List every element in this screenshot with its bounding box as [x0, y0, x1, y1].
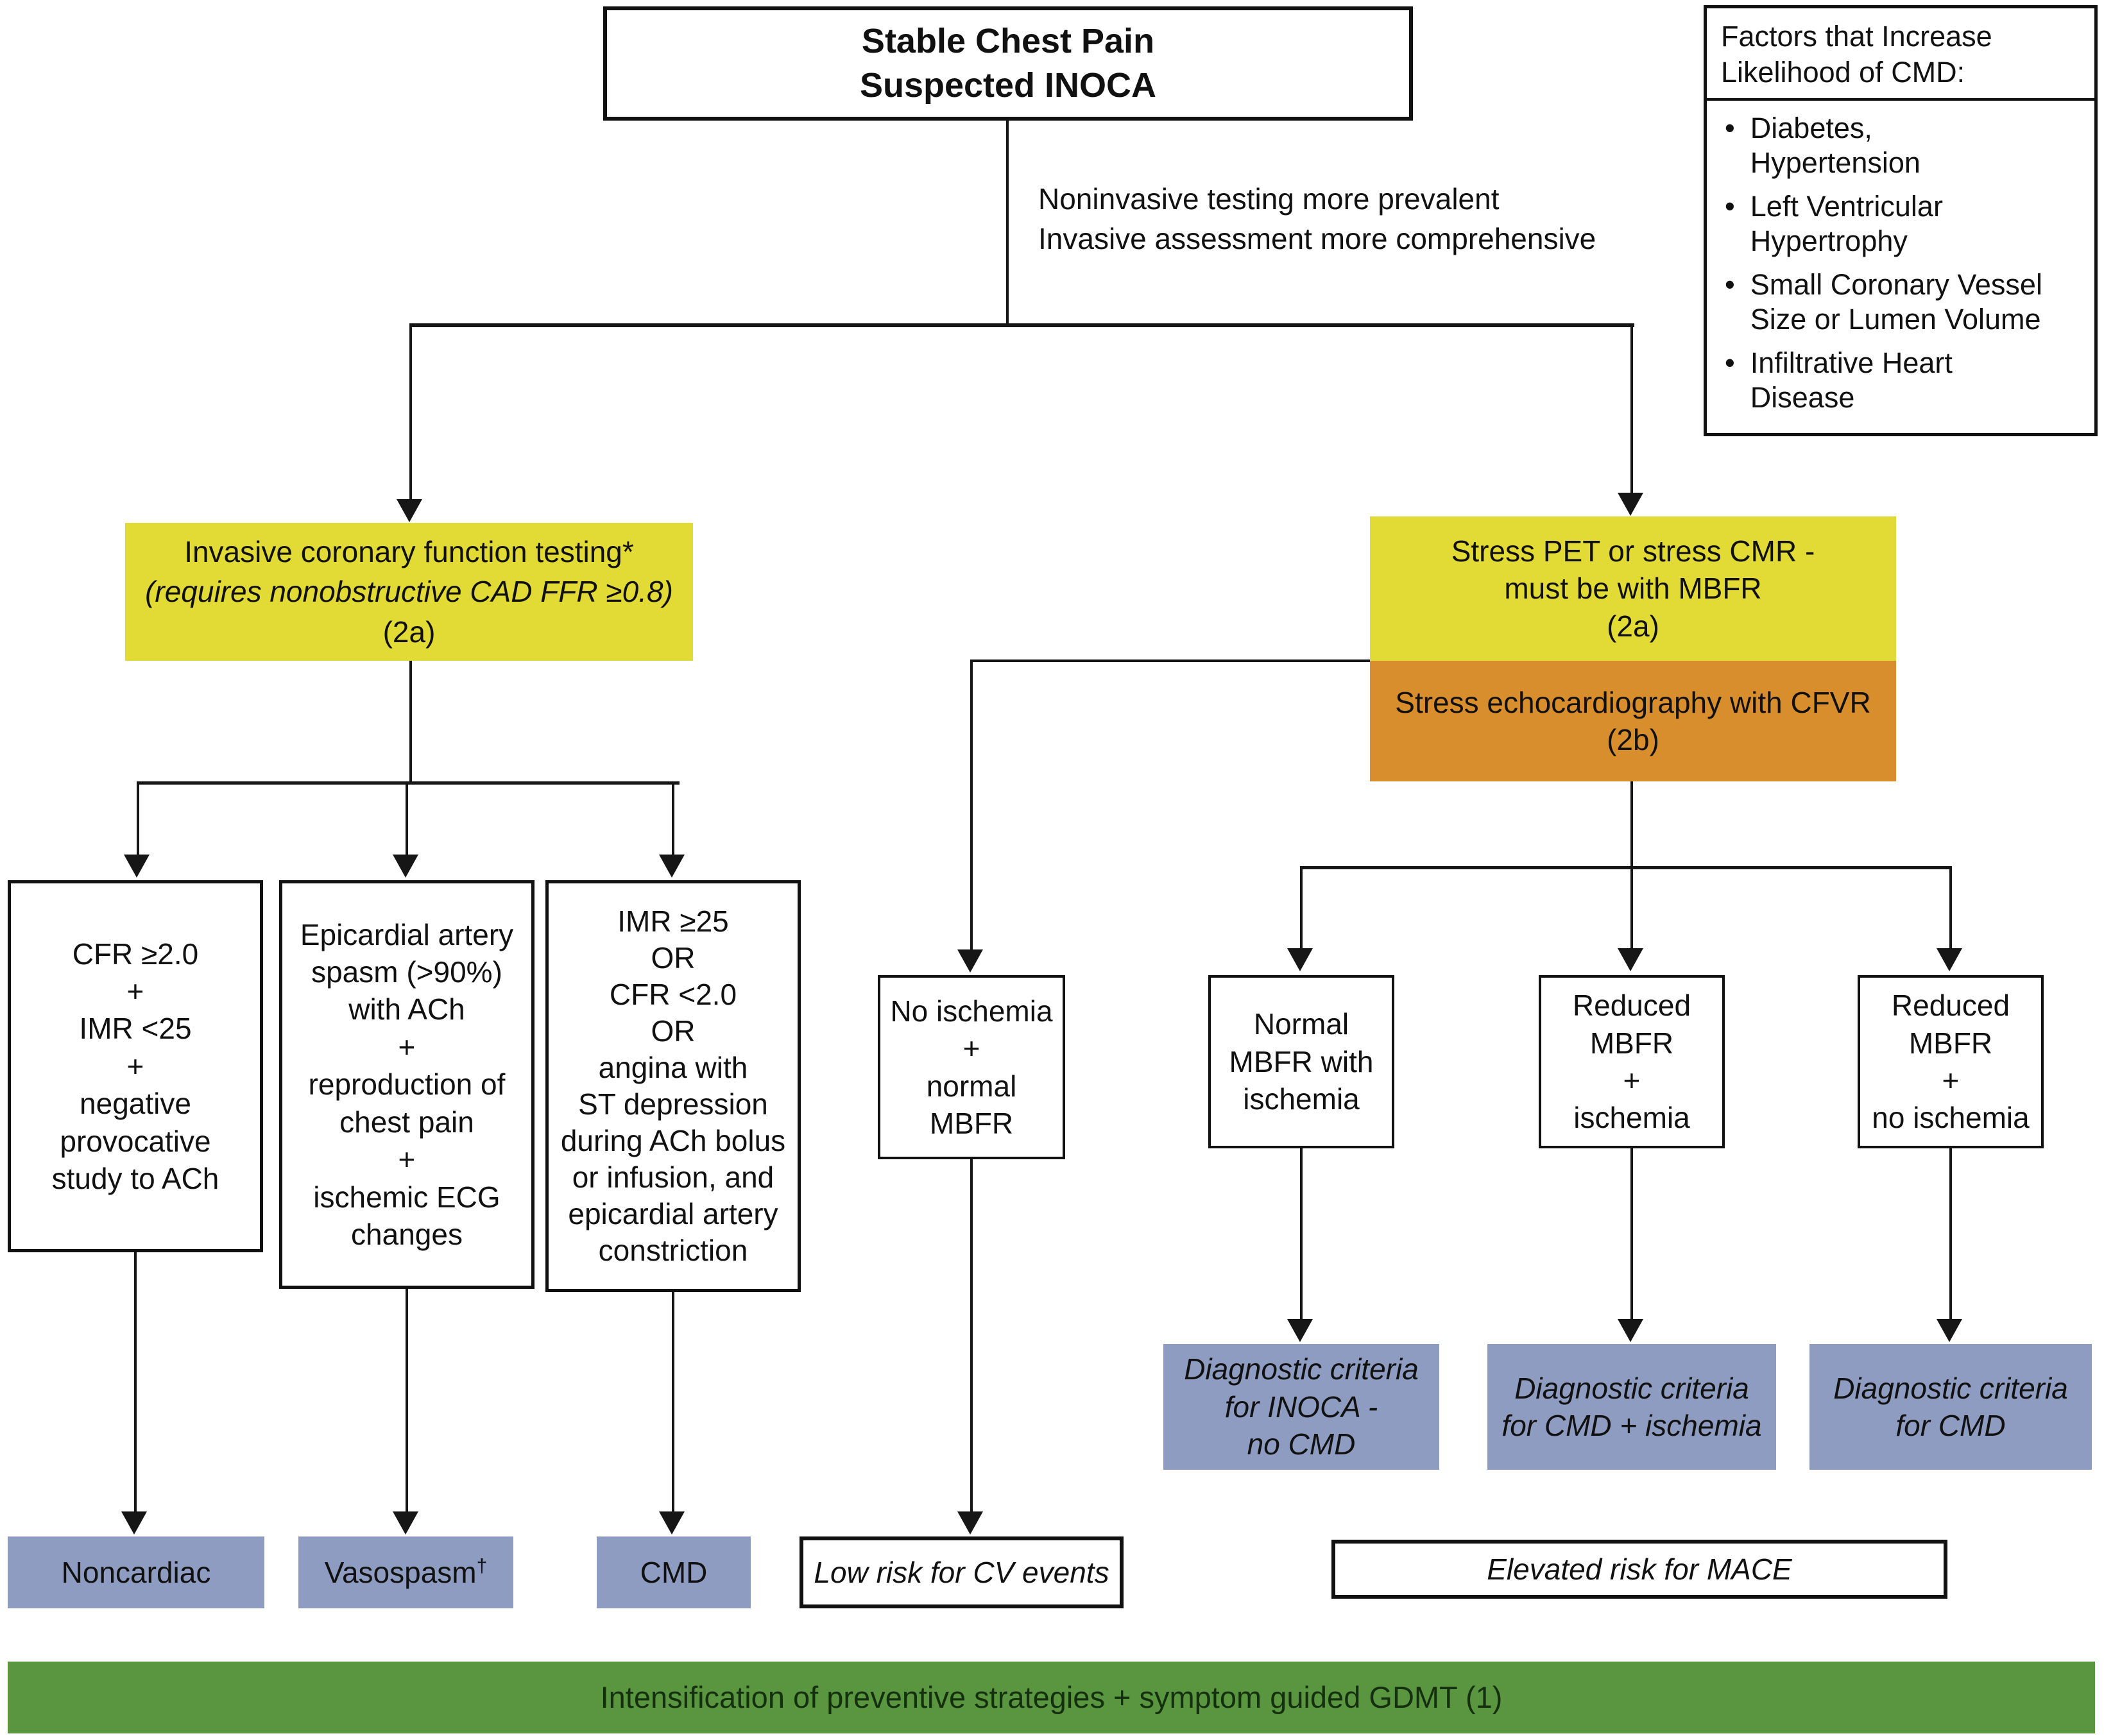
diagnostic-inoca-no-cmd-node: Diagnostic criteria for INOCA - no CMD: [1163, 1344, 1439, 1470]
arrow-down-icon: [957, 1511, 983, 1535]
gdmt-footer-bar: Intensification of preventive strategies…: [8, 1662, 2095, 1733]
arrow-down-icon: [1937, 948, 1962, 971]
connector-line: [970, 1159, 973, 1513]
noncardiac-node: Noncardiac: [8, 1536, 264, 1608]
factor-label: Small Coronary Vessel Size or Lumen Volu…: [1750, 268, 2042, 336]
diagnostic-cmd-node: Diagnostic criteria for CMD: [1809, 1344, 2092, 1470]
connector-line: [1300, 867, 1303, 949]
connector-line: [1630, 325, 1633, 495]
connector-line: [1630, 867, 1633, 949]
node-text-italic: (requires nonobstructive CAD FFR ≥0.8): [145, 575, 673, 609]
normal-mbfr-ischemia-node: Normal MBFR with ischemia: [1208, 975, 1394, 1148]
reduced-mbfr-ischemia-node: Reduced MBFR + ischemia: [1539, 975, 1725, 1148]
cmd-outcome-node: CMD: [597, 1536, 751, 1608]
criteria-spasm-node: Epicardial artery spasm (>90%) with ACh …: [279, 880, 535, 1289]
node-text: Invasive coronary function testing*: [184, 534, 634, 568]
stable-chest-pain-node: Stable Chest Pain Suspected INOCA: [603, 6, 1413, 121]
connector-line: [137, 781, 680, 785]
connector-line: [137, 783, 139, 857]
connector-line: [406, 783, 408, 857]
bullet-icon: •: [1725, 111, 1735, 144]
connector-line: [1949, 1148, 1952, 1320]
arrow-down-icon: [1618, 948, 1643, 971]
arrow-down-icon: [1618, 1319, 1643, 1342]
arrow-down-icon: [393, 855, 418, 878]
elevated-risk-mace-node: Elevated risk for MACE: [1331, 1540, 1947, 1599]
criteria-imr-or-node: IMR ≥25 OR CFR <2.0 OR angina with ST de…: [545, 880, 801, 1292]
arrow-down-icon: [1287, 1319, 1313, 1342]
factor-label: Left Ventricular Hypertrophy: [1750, 189, 1943, 257]
no-ischemia-normal-mbfr-node: No ischemia + normal MBFR: [878, 975, 1065, 1159]
connector-line: [970, 660, 973, 952]
connector-line: [1006, 119, 1009, 326]
reduced-mbfr-no-ischemia-node: Reduced MBFR + no ischemia: [1858, 975, 2044, 1148]
connector-line: [409, 323, 1634, 327]
stress-echo-cfvr-node: Stress echocardiography with CFVR (2b): [1370, 661, 1896, 781]
stress-pet-cmr-node: Stress PET or stress CMR - must be with …: [1370, 516, 1896, 661]
invasive-testing-node: Invasive coronary function testing* (req…: [125, 523, 693, 661]
arrow-down-icon: [1937, 1319, 1962, 1342]
criteria-cfr-imr-node: CFR ≥2.0 + IMR <25 + negative provocativ…: [8, 880, 263, 1252]
connector-line: [1630, 1148, 1633, 1320]
arrow-down-icon: [124, 855, 150, 878]
list-item: • Diabetes, Hypertension: [1725, 111, 2089, 180]
low-risk-node: Low risk for CV events: [800, 1536, 1124, 1608]
connector-line: [406, 1289, 408, 1513]
cmd-factors-title: Factors that Increase Likelihood of CMD:: [1707, 8, 2094, 101]
arrow-down-icon: [957, 949, 983, 973]
connector-line: [1300, 866, 1952, 869]
bullet-icon: •: [1725, 189, 1735, 223]
arrow-down-icon: [1618, 493, 1643, 516]
cmd-factors-panel: Factors that Increase Likelihood of CMD:…: [1704, 5, 2098, 436]
connector-line: [672, 1292, 674, 1513]
connector-line: [1630, 781, 1633, 869]
connector-line: [1949, 867, 1952, 949]
connector-line: [672, 783, 674, 857]
list-item: • Infiltrative Heart Disease: [1725, 346, 2089, 415]
vasospasm-node: Vasospasm†: [298, 1536, 513, 1608]
arrow-down-icon: [393, 1511, 418, 1535]
list-item: • Left Ventricular Hypertrophy: [1725, 189, 2089, 259]
bullet-icon: •: [1725, 346, 1735, 379]
dagger-footnote-mark: †: [476, 1555, 488, 1577]
arrow-down-icon: [659, 1511, 685, 1535]
connector-line: [134, 1252, 137, 1513]
factor-label: Infiltrative Heart Disease: [1750, 346, 1953, 414]
arrow-down-icon: [659, 855, 685, 878]
connector-line: [409, 661, 412, 783]
factor-label: Diabetes, Hypertension: [1750, 111, 1920, 179]
branch-annotation: Noninvasive testing more prevalent Invas…: [1038, 182, 1596, 255]
cmd-factors-list: • Diabetes, Hypertension • Left Ventricu…: [1707, 111, 2094, 415]
bullet-icon: •: [1725, 268, 1735, 301]
connector-line: [1300, 1148, 1303, 1320]
diagnostic-cmd-ischemia-node: Diagnostic criteria for CMD + ischemia: [1487, 1344, 1776, 1470]
arrow-down-icon: [121, 1511, 147, 1535]
connector-line: [970, 660, 1370, 662]
vasospasm-label: Vasospasm†: [324, 1555, 488, 1589]
node-class-label: (2a): [382, 615, 436, 649]
arrow-down-icon: [1287, 948, 1313, 971]
list-item: • Small Coronary Vessel Size or Lumen Vo…: [1725, 268, 2089, 337]
connector-line: [409, 325, 412, 502]
arrow-down-icon: [397, 499, 422, 522]
